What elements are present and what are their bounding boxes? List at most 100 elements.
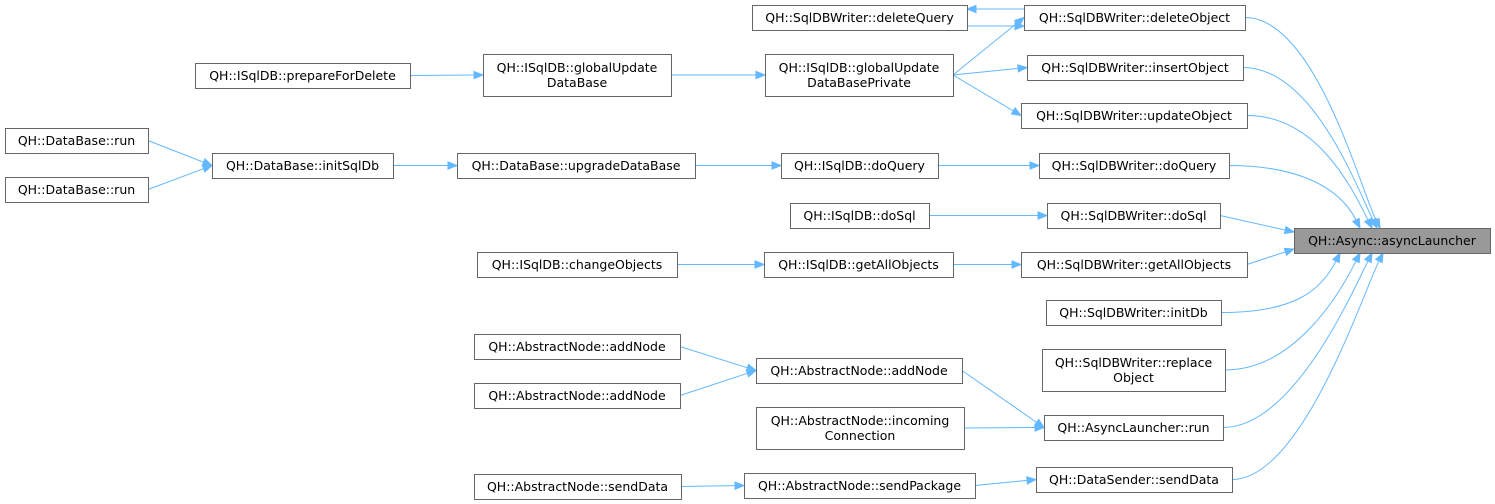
edge-sender-send-data-to-async-launcher-arrowhead [1374,251,1384,264]
node-box [752,5,968,31]
edge-send-data-node-to-send-package-arrowhead [734,481,746,490]
node-box [5,128,149,154]
node-label: QH::ISqlDB::doQuery [794,158,925,173]
node-label: QH::AbstractNode::sendData [487,479,668,494]
edge-incoming-connection-to-async-launcher-run-arrowhead [1034,423,1046,432]
edge-writer-do-query-to-async-launcher [1228,165,1357,221]
node-isql-do-sql[interactable]: QH::ISqlDB::doSql [790,203,930,229]
node-label: QH::ISqlDB::prepareForDelete [209,68,396,83]
edge-update-object-to-async-launcher [1246,115,1369,221]
node-update-object[interactable]: QH::SqlDBWriter::updateObject [1021,103,1248,129]
node-label: QH::SqlDBWriter::doQuery [1052,158,1217,173]
node-sender-send-data[interactable]: QH::DataSender::sendData [1036,467,1233,493]
node-async-launcher[interactable]: QH::Async::asyncLauncher [1294,228,1491,254]
edge-writer-do-sql-to-async-launcher-arrowhead [1283,225,1296,235]
edge-db-run1-to-init-sql-db-arrowhead [201,158,214,167]
node-label: QH::DataBase::initSqlDb [226,158,379,173]
node-box [457,153,696,179]
edge-delete-object-to-delete-query-arrowhead [965,4,977,14]
node-send-package[interactable]: QH::AbstractNode::sendPackage [744,473,976,499]
edge-send-package-to-sender-send-data-arrowhead [1026,476,1038,485]
node-change-objects[interactable]: QH::ISqlDB::changeObjects [477,252,678,278]
node-writer-do-sql[interactable]: QH::SqlDBWriter::doSql [1047,203,1221,229]
node-isql-do-query[interactable]: QH::ISqlDB::doQuery [781,153,939,179]
edge-global-update-data-base-private-to-insert-object-arrowhead [1017,64,1029,73]
edge-add-node-a-to-add-node-main [679,346,748,369]
node-add-node-main[interactable]: QH::AbstractNode::addNode [756,358,963,384]
edge-add-node-b-to-add-node-main [679,372,748,396]
node-db-run2[interactable]: QH::DataBase::run [5,177,149,203]
node-init-sql-db[interactable]: QH::DataBase::initSqlDb [212,153,394,179]
node-writer-do-query[interactable]: QH::SqlDBWriter::doQuery [1039,153,1230,179]
node-box [744,473,976,499]
edge-isql-do-query-to-writer-do-query-arrowhead [1029,161,1041,170]
node-label: QH::DataSender::sendData [1049,472,1219,487]
node-label: QH::ISqlDB::getAllObjects [778,257,939,272]
edge-db-run1-to-init-sql-db [147,140,204,163]
node-isql-get-all[interactable]: QH::ISqlDB::getAllObjects [764,252,954,278]
edge-update-object-to-async-launcher-arrowhead [1363,217,1373,230]
edge-async-launcher-run-to-async-launcher [1222,260,1369,428]
node-box [1294,228,1491,254]
edge-init-sql-db-to-upgrade-data-base-arrowhead [447,161,459,170]
node-add-node-a[interactable]: QH::AbstractNode::addNode [474,334,681,360]
node-label: QH::ISqlDB::doSql [803,208,915,223]
node-label: QH::SqlDBWriter::deleteObject [1039,10,1230,25]
node-box [1046,300,1222,326]
node-writer-get-all[interactable]: QH::SqlDBWriter::getAllObjects [1021,252,1248,278]
node-box [790,203,930,229]
edge-global-update-data-base-private-to-delete-object-arrowhead [1013,16,1026,27]
node-add-node-b[interactable]: QH::AbstractNode::addNode [474,383,681,409]
node-box [5,177,149,203]
node-box [1021,103,1248,129]
node-delete-object[interactable]: QH::SqlDBWriter::deleteObject [1024,5,1246,31]
node-box [756,358,963,384]
node-init-db[interactable]: QH::SqlDBWriter::initDb [1046,300,1222,326]
node-label: QH::SqlDBWriter::deleteQuery [765,10,954,25]
node-label: QH::AbstractNode::incoming [771,413,950,428]
edge-init-db-to-async-launcher [1220,260,1337,313]
node-label: QH::SqlDBWriter::insertObject [1041,60,1229,75]
node-insert-object[interactable]: QH::SqlDBWriter::insertObject [1027,55,1244,81]
node-prepare-for-delete[interactable]: QH::ISqlDB::prepareForDelete [195,63,411,89]
node-send-data-node[interactable]: QH::AbstractNode::sendData [474,474,682,500]
node-box [474,474,682,500]
node-box [1024,5,1246,31]
edge-isql-do-sql-to-writer-do-sql-arrowhead [1037,211,1049,220]
node-box [1044,415,1224,441]
node-box [765,54,954,97]
node-box [1039,153,1230,179]
edge-db-run2-to-init-sql-db-arrowhead [201,164,214,173]
edge-global-update-data-base-private-to-delete-object [952,22,1018,76]
node-label: QH::AbstractNode::sendPackage [758,478,961,493]
node-box [195,63,411,89]
edge-global-update-data-base-private-to-insert-object [952,67,1019,76]
node-label: QH::DataBase::upgradeDataBase [472,158,681,173]
edge-writer-get-all-to-async-launcher-arrowhead [1283,247,1296,257]
edge-global-update-data-base-to-global-update-data-base-private-arrowhead [755,70,767,80]
edge-global-update-data-base-private-to-update-object-arrowhead [1010,106,1023,117]
node-upgrade-data-base[interactable]: QH::DataBase::upgradeDataBase [457,153,696,179]
node-label: QH::DataBase::run [18,182,135,197]
edge-init-db-to-async-launcher-arrowhead [1331,251,1341,264]
node-box [1027,55,1244,81]
node-db-run1[interactable]: QH::DataBase::run [5,128,149,154]
edge-send-package-to-sender-send-data [974,479,1028,486]
node-box [1042,349,1226,392]
node-async-launcher-run[interactable]: QH::AsyncLauncher::run [1044,415,1224,441]
edge-global-update-data-base-private-to-update-object [952,74,1014,112]
node-label: QH::ISqlDB::globalUpdate [497,60,658,75]
edge-isql-get-all-to-writer-get-all-arrowhead [1011,260,1023,269]
edge-prepare-for-delete-to-global-update-data-base-arrowhead [473,70,485,80]
node-label: QH::ISqlDB::changeObjects [492,257,663,272]
node-delete-query[interactable]: QH::SqlDBWriter::deleteQuery [752,5,968,31]
node-box [212,153,394,179]
edge-replace-object-to-async-launcher-arrowhead [1351,251,1361,264]
edge-change-objects-to-isql-get-all-arrowhead [754,260,766,269]
node-box [1036,467,1233,493]
edge-sender-send-data-to-async-launcher [1231,260,1380,480]
